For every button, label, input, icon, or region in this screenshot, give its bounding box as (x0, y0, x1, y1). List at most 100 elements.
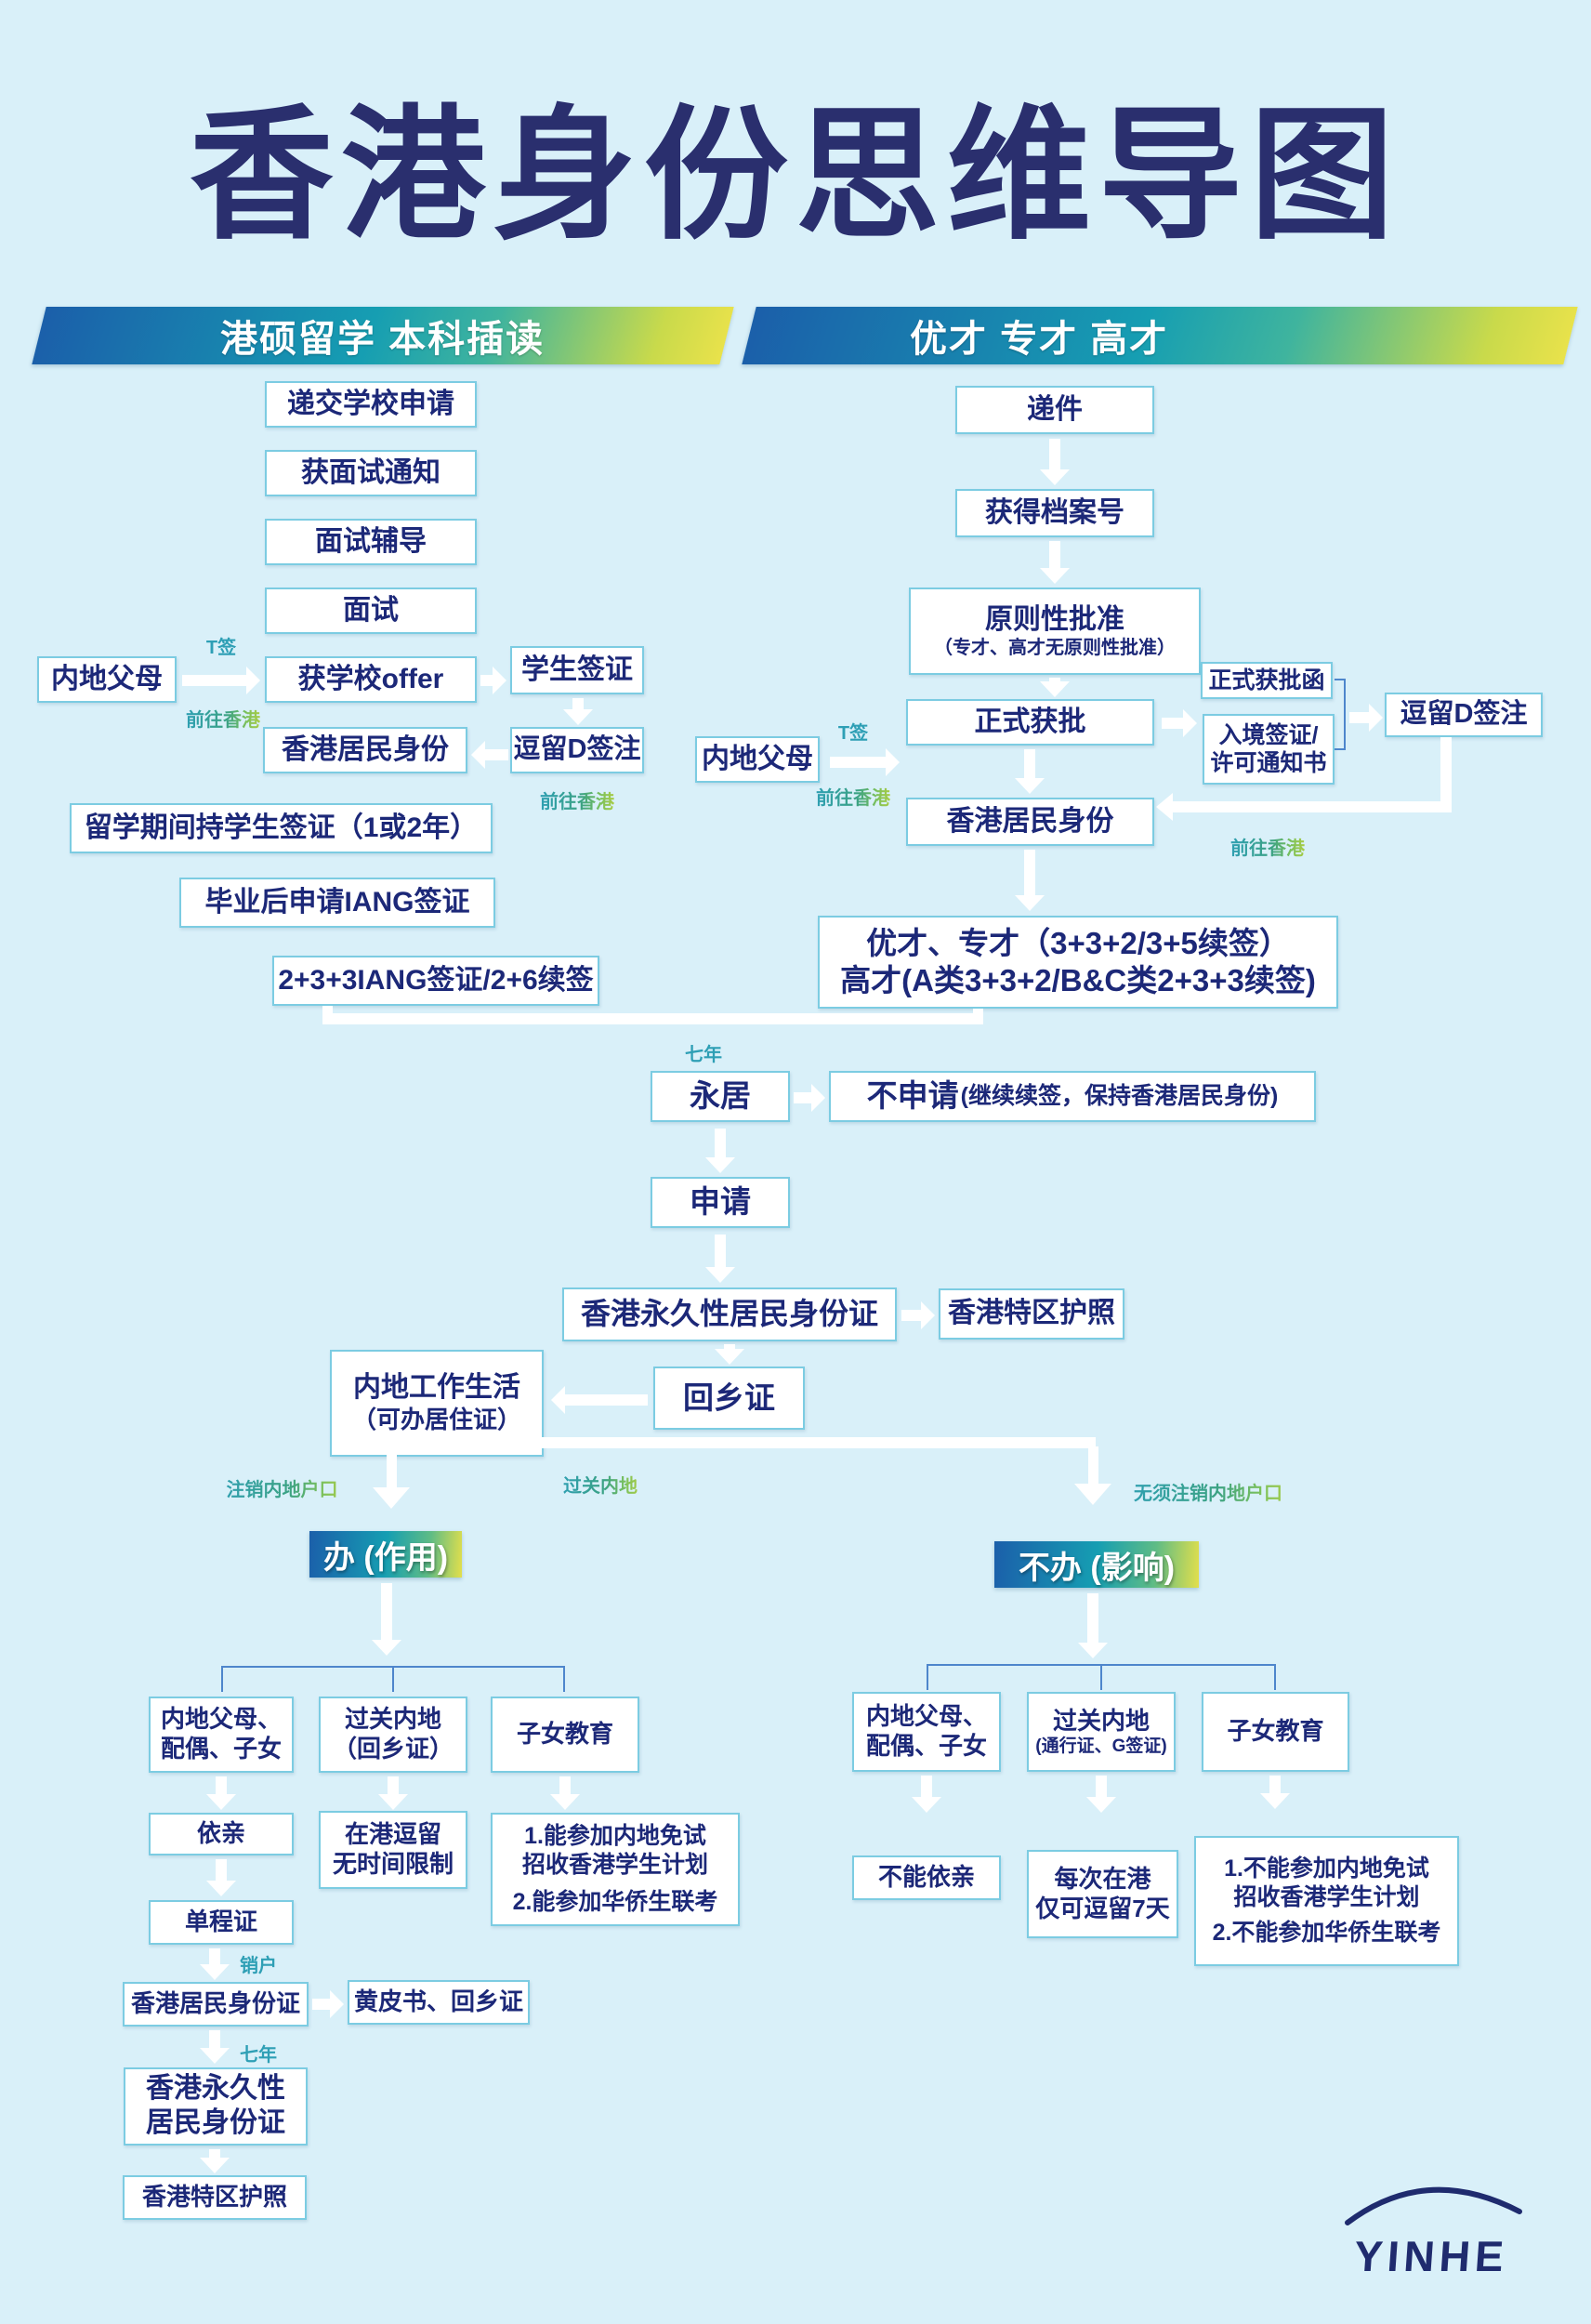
label-t-visa-study: T签 (205, 638, 237, 658)
connector-merge (973, 1009, 983, 1017)
logo: YINHE (1329, 2180, 1533, 2282)
label-seven-years-2: 七年 (240, 2045, 277, 2066)
band-study-label: 港硕留学 本科插读 (220, 319, 546, 360)
arrow-down-icon (201, 2030, 229, 2064)
arrow-down-icon (207, 1859, 235, 1896)
node-interview: 面试 (265, 588, 477, 634)
arrow-down-icon (1015, 850, 1045, 911)
node-hk-id-card: 香港居民身份证 (123, 1982, 309, 2027)
node-education-restrictions: 1.不能参加内地免试 招收香港学生计划 2.不能参加华侨生联考 (1194, 1836, 1459, 1966)
arrow-down-icon (551, 1776, 579, 1810)
connector-elbow (1440, 737, 1452, 812)
label-cross-to-mainland: 过关内地 (559, 1471, 642, 1498)
node-hk-permanent-id-2: 香港永久性 居民身份证 (124, 2067, 308, 2146)
connector-bracket (221, 1666, 223, 1692)
arrow-right-icon (901, 1301, 935, 1329)
node-children-education-dont: 子女教育 (1202, 1692, 1349, 1772)
band-talent-label: 优才 专才 高才 (909, 319, 1169, 360)
connector-merge (322, 1013, 983, 1024)
node-entry-visa-notice: 入境签证/ 许可通知书 (1203, 714, 1335, 785)
arrow-left-icon (551, 1383, 648, 1417)
arrow-down-head-icon (373, 1487, 410, 1509)
arrow-right-icon (480, 666, 506, 695)
label-go-hk-study-1: 前往香港 (184, 705, 262, 732)
node-interview-coaching: 面试辅导 (265, 519, 477, 565)
band-talent-path: 优才 专才 高才 (742, 307, 1578, 364)
node-interview-notice: 获面试通知 (265, 450, 477, 496)
connector-bracket (1335, 748, 1346, 750)
node-hk-resident-talent: 香港居民身份 (906, 798, 1154, 846)
node-not-apply: 不申请 (继续续签，保持香港居民身份) (829, 1071, 1316, 1122)
arrow-down-icon (1040, 678, 1070, 697)
arrow-down-icon (705, 1235, 735, 1283)
arrow-down-icon (207, 1776, 235, 1810)
connector-bracket (1335, 679, 1346, 680)
node-hk-passport-2: 香港特区护照 (123, 2175, 307, 2220)
label-seven-years-1: 七年 (685, 1045, 722, 1065)
connector-split (387, 1446, 397, 1489)
node-student-visa: 学生签证 (510, 646, 644, 694)
node-submit-school-application: 递交学校申请 (265, 381, 477, 428)
node-cross-border-dont: 过关内地 (通行证、G签证) (1027, 1692, 1176, 1772)
band-study-path: 港硕留学 本科插读 (32, 307, 734, 364)
connector-bracket (927, 1664, 928, 1690)
connector-bracket (392, 1666, 394, 1692)
node-stay-no-limit: 在港逗留 无时间限制 (319, 1811, 467, 1889)
banner-do: 办 (作用) (309, 1531, 462, 1578)
node-cannot-dependent: 不能依亲 (852, 1855, 1001, 1900)
arrow-right-icon (182, 666, 260, 695)
node-study-period-visa: 留学期间持学生签证（1或2年） (70, 803, 493, 853)
node-submission: 递件 (955, 386, 1154, 434)
label-no-need-cancel-hukou: 无须注销内地户口 (1120, 1478, 1296, 1505)
label-close-account: 销户 (240, 1956, 277, 1976)
node-children-education-do: 子女教育 (491, 1697, 639, 1773)
node-stay-d-study: 逗留D签注 (510, 727, 644, 773)
label-go-hk-talent-1: 前往香港 (814, 783, 892, 810)
arrow-down-icon (201, 2149, 229, 2173)
node-education-benefits: 1.能参加内地免试 招收香港学生计划 2.能参加华侨生联考 (491, 1813, 740, 1926)
arrow-down-icon (1015, 749, 1045, 794)
arrow-down-icon (1261, 1776, 1289, 1809)
arrow-down-head-icon (1074, 1484, 1111, 1505)
arrow-down-icon (1087, 1776, 1115, 1813)
node-hk-passport-main: 香港特区护照 (939, 1288, 1124, 1340)
node-dependent: 依亲 (149, 1813, 294, 1855)
arrow-down-icon (1040, 439, 1070, 485)
banner-dont: 不办 (影响) (994, 1541, 1199, 1588)
node-one-way-permit: 单程证 (149, 1900, 294, 1945)
arrow-right-icon (1162, 710, 1197, 736)
node-stay-d-talent: 逗留D签注 (1385, 693, 1543, 737)
label-cancel-hukou: 注销内地户口 (215, 1474, 349, 1501)
label-go-hk-study-2: 前往香港 (538, 786, 616, 813)
node-formal-approval: 正式获批 (906, 699, 1154, 746)
node-mainland-parents-talent: 内地父母 (695, 736, 820, 783)
connector-merge (322, 1006, 333, 1017)
connector-bracket (563, 1666, 565, 1692)
node-cross-border-do: 过关内地 （回乡证） (319, 1697, 467, 1773)
node-school-offer: 获学校offer (265, 656, 477, 703)
node-mainland-parents-study: 内地父母 (37, 656, 177, 703)
arrow-down-icon (705, 1129, 735, 1173)
node-principle-approval: 原则性批准 （专才、高才无原则性批准） (909, 588, 1201, 675)
arrow-down-icon (379, 1776, 407, 1810)
label-go-hk-talent-2: 前往香港 (1229, 833, 1307, 860)
connector-bracket (1274, 1664, 1276, 1690)
logo-text: YINHE (1352, 2232, 1510, 2280)
node-iang-after-graduation: 毕业后申请IANG签证 (179, 878, 495, 928)
arrow-down-icon (715, 1344, 744, 1365)
connector-bracket (1100, 1664, 1102, 1690)
node-hk-permanent-id: 香港永久性居民身份证 (562, 1287, 897, 1341)
node-talent-renewal: 优才、专才（3+3+2/3+5续签） 高才(A类3+3+2/B&C类2+3+3续… (818, 916, 1338, 1009)
label-t-visa-talent: T签 (837, 723, 869, 744)
node-home-return-permit: 回乡证 (653, 1367, 805, 1430)
node-stay-7-days: 每次在港 仅可逗留7天 (1027, 1850, 1178, 1938)
node-family-dont: 内地父母、 配偶、子女 (852, 1692, 1001, 1772)
arrow-down-icon (372, 1583, 401, 1656)
arrow-right-icon (794, 1084, 825, 1112)
logo-arc-icon (1345, 2186, 1522, 2225)
node-family-do: 内地父母、 配偶、子女 (149, 1697, 294, 1773)
node-file-number: 获得档案号 (955, 489, 1154, 537)
node-permanent-residence: 永居 (651, 1071, 790, 1122)
node-apply: 申请 (651, 1177, 790, 1228)
arrow-down-icon (201, 1948, 229, 1980)
